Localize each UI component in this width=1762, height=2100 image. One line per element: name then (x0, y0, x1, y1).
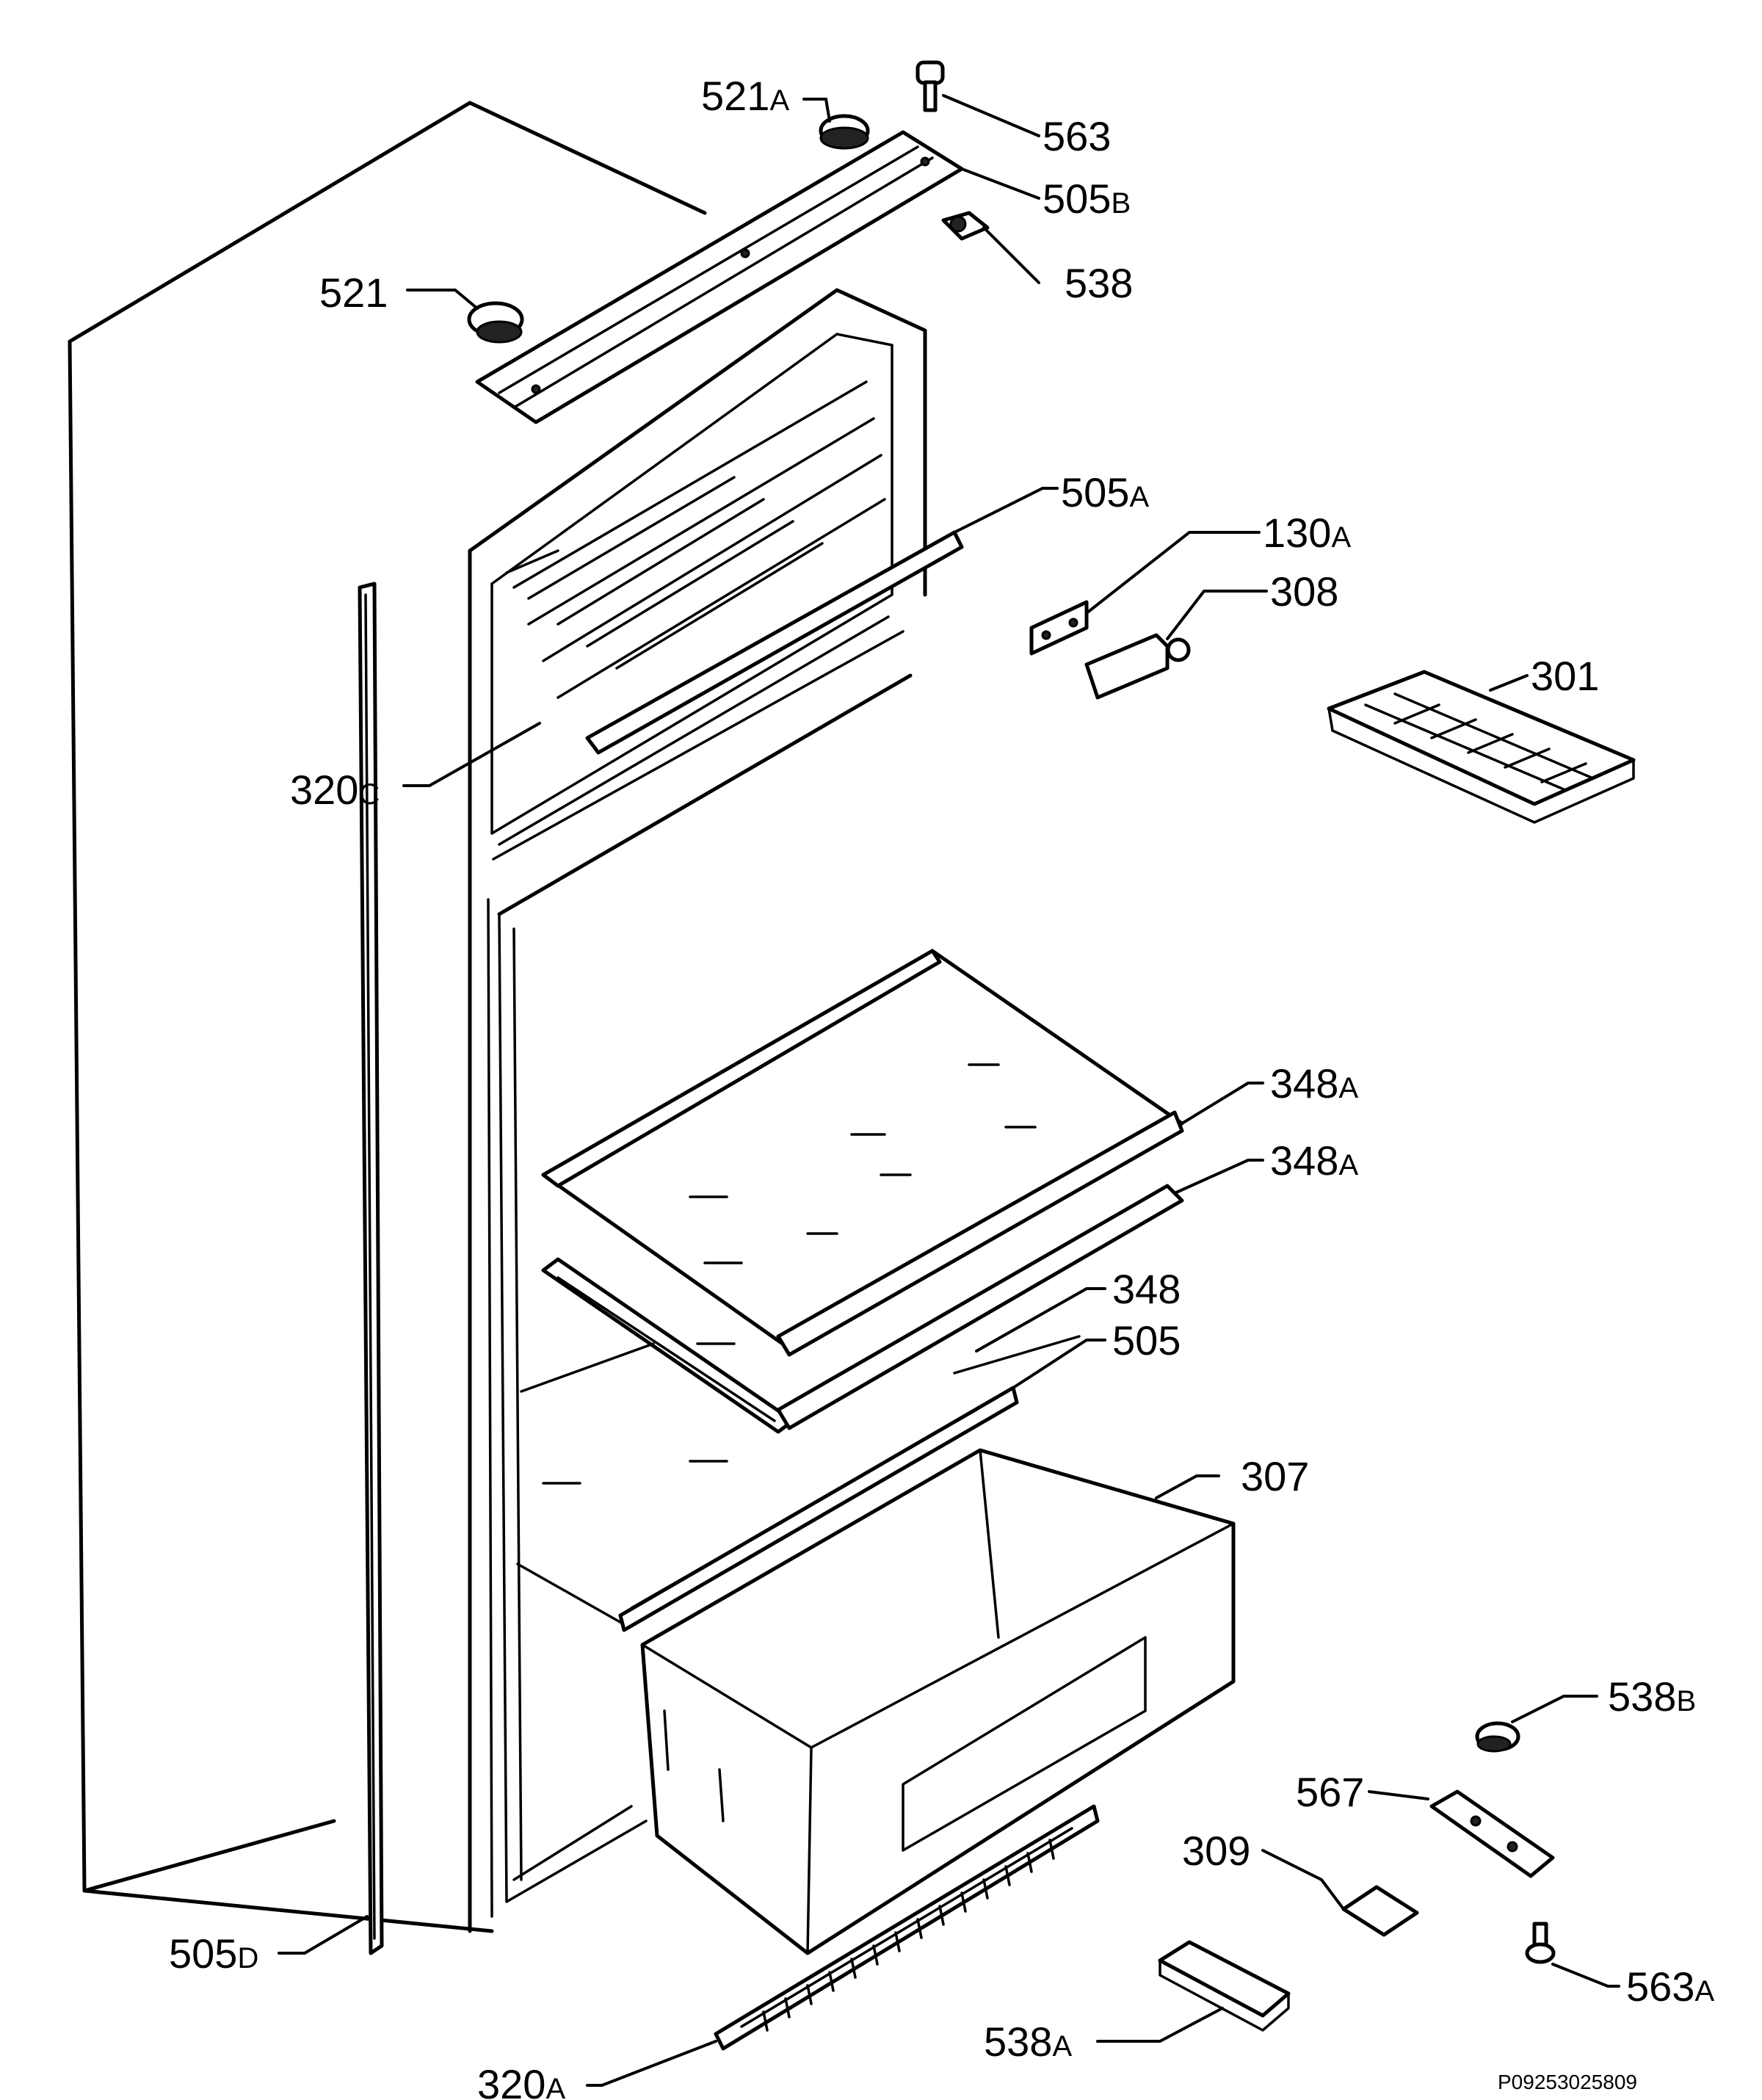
svg-text:130A: 130A (1263, 510, 1351, 556)
label-320a: 320A (477, 2061, 565, 2100)
foot-bracket-538a (1158, 1940, 1291, 2032)
cover-309 (1341, 1885, 1419, 1937)
label-505a: 505A (1061, 469, 1149, 515)
leader-lines (278, 94, 1620, 2087)
hinge-plate-130a (1029, 600, 1089, 656)
label-538a: 538A (984, 2018, 1072, 2065)
label-301: 301 (1531, 653, 1599, 699)
freezer-grid-shelf (505, 476, 964, 755)
cabinet-body (68, 101, 927, 1933)
door-seal-strip (358, 582, 384, 1955)
leveling-foot-563a (1525, 1922, 1556, 1964)
svg-text:538: 538 (1065, 260, 1133, 306)
label-309: 309 (1182, 1828, 1250, 1874)
svg-text:538B: 538B (1608, 1673, 1696, 1720)
top-hinge-bar (475, 130, 964, 424)
label-563: 563 (1043, 113, 1111, 159)
svg-text:563A: 563A (1626, 1963, 1714, 2010)
svg-text:521A: 521A (701, 73, 789, 119)
label-505d: 505D (169, 1930, 258, 1977)
crisper-drawer-307 (640, 1448, 1236, 1955)
label-348: 348 (1112, 1266, 1181, 1312)
top-pin-563 (916, 60, 945, 112)
foot-538b (1475, 1721, 1520, 1753)
label-563a: 563A (1626, 1963, 1714, 2010)
svg-text:348A: 348A (1270, 1060, 1358, 1107)
svg-text:320C: 320C (290, 767, 380, 813)
svg-text:563: 563 (1043, 113, 1111, 159)
hinge-308 (1084, 633, 1191, 700)
label-505: 505 (1112, 1317, 1181, 1364)
label-308: 308 (1270, 568, 1338, 615)
top-cap-521a (819, 114, 870, 150)
label-348a-lower: 348A (1270, 1137, 1358, 1184)
front-trim-505 (618, 1386, 1019, 1632)
svg-text:307: 307 (1241, 1453, 1309, 1499)
label-538: 538 (1065, 260, 1133, 306)
svg-text:348A: 348A (1270, 1137, 1358, 1184)
ice-tray-301 (1327, 670, 1636, 824)
svg-text:348: 348 (1112, 1266, 1181, 1312)
svg-text:308: 308 (1270, 568, 1338, 615)
hinge-pin-538 (941, 211, 990, 241)
label-521: 521 (319, 269, 388, 316)
bracket-567 (1429, 1789, 1555, 1878)
svg-text:567: 567 (1296, 1769, 1364, 1815)
glass-shelf-348a-upper (541, 949, 1184, 1357)
svg-text:505: 505 (1112, 1317, 1181, 1364)
label-307: 307 (1241, 1453, 1309, 1499)
glass-shelf-348a-lower (541, 1184, 1184, 1434)
label-348a-upper: 348A (1270, 1060, 1358, 1107)
top-cap-521 (467, 301, 524, 344)
label-538b: 538B (1608, 1673, 1696, 1720)
svg-text:521: 521 (319, 269, 388, 316)
label-130a: 130A (1263, 510, 1351, 556)
svg-text:301: 301 (1531, 653, 1599, 699)
label-505b: 505B (1043, 175, 1131, 222)
svg-text:505D: 505D (169, 1930, 258, 1977)
label-567: 567 (1296, 1769, 1364, 1815)
svg-text:309: 309 (1182, 1828, 1250, 1874)
svg-text:320A: 320A (477, 2061, 565, 2100)
vent-grille-320a (714, 1804, 1100, 2051)
svg-text:505A: 505A (1061, 469, 1149, 515)
label-320c: 320C (290, 767, 380, 813)
drawing-code: P09253025809 (1498, 2071, 1637, 2093)
label-521a: 521A (701, 73, 789, 119)
svg-text:538A: 538A (984, 2018, 1072, 2065)
glass-shelf-348 (516, 1335, 1081, 1628)
svg-text:505B: 505B (1043, 175, 1131, 222)
